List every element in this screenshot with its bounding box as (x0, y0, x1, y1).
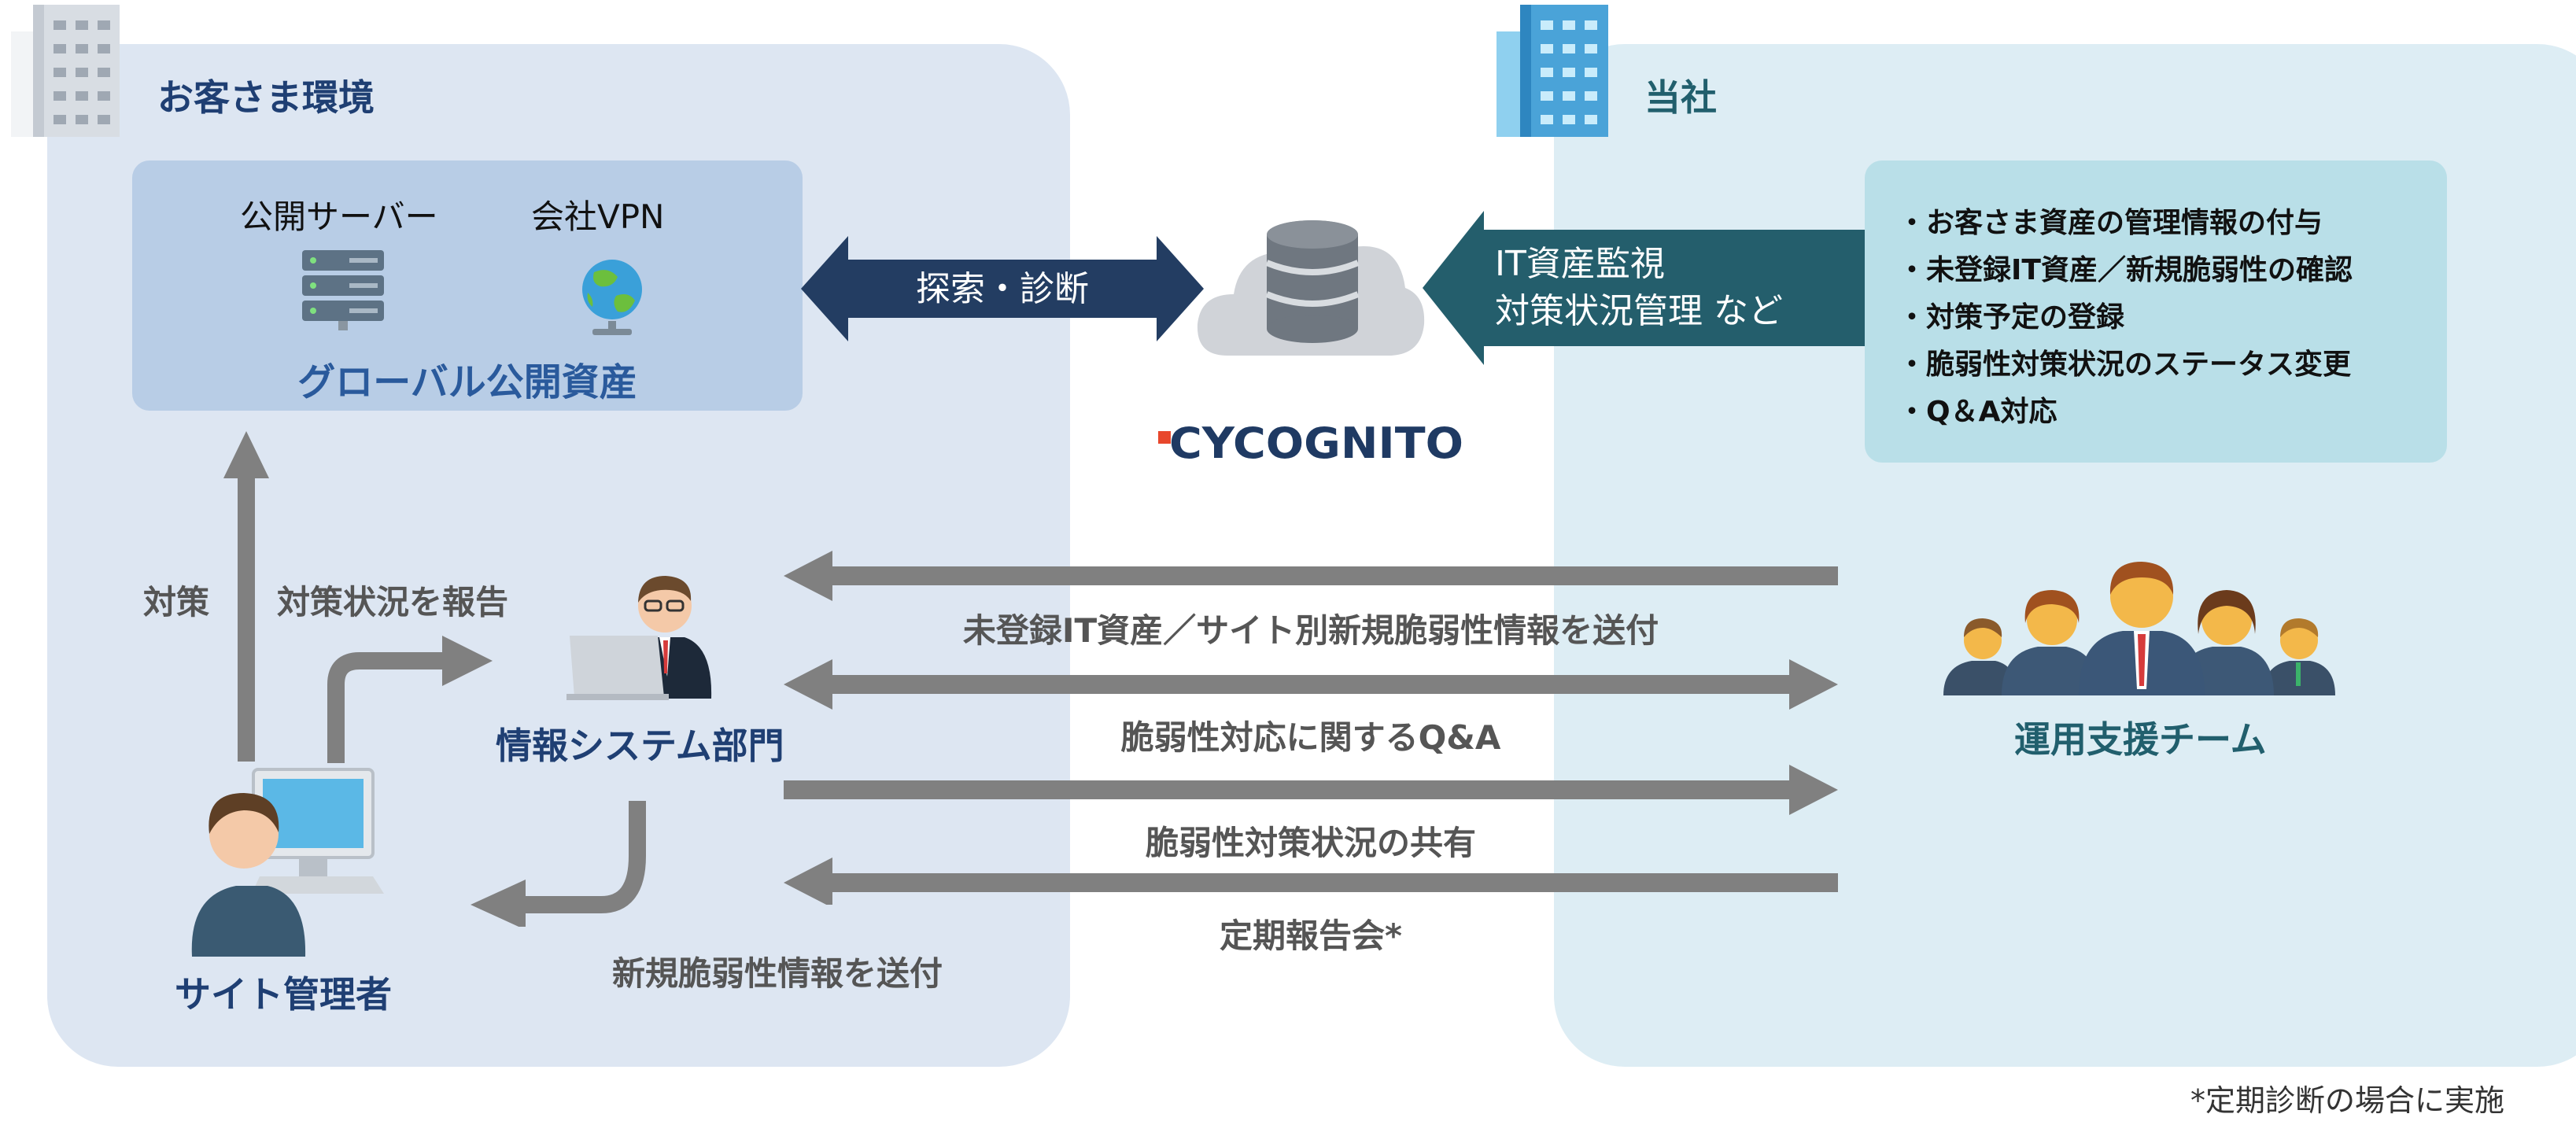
send-new-vulnerability-label: 新規脆弱性情報を送付 (612, 954, 943, 993)
cloud-database-icon (1197, 220, 1425, 356)
regular-meeting-arrow (784, 858, 1838, 905)
task-item: ・お客さま資産の管理情報の付与 (1898, 207, 2323, 239)
operations-team-icon (1943, 562, 2335, 695)
it-monitoring-label: IT資産監視 (1495, 244, 1665, 284)
regular-meeting-label: 定期報告会* (1220, 917, 1402, 955)
site-admin-label: サイト管理者 (175, 973, 392, 1016)
cycognito-logo: CYCOGNITO (1158, 419, 1463, 467)
it-monitoring-arrow: IT資産監視 対策状況管理 など (1423, 211, 1868, 365)
qa-arrow (784, 659, 1838, 710)
explore-diagnose-arrow: 探索・診断 (801, 236, 1204, 341)
building-icon (11, 5, 120, 137)
measure-label: 対策 (143, 583, 210, 621)
operations-team-label: 運用支援チーム (2014, 718, 2267, 761)
site-admin-person-icon (191, 768, 384, 957)
customer-environment-title: お客さま環境 (157, 76, 375, 119)
qa-label: 脆弱性対応に関するQ&A (1120, 718, 1501, 757)
send-new-info-curved-arrow (471, 801, 646, 927)
send-info-arrow (784, 551, 1838, 601)
send-info-label: 未登録IT資産／サイト別新規脆弱性情報を送付 (962, 611, 1659, 650)
report-status-label: 対策状況を報告 (277, 583, 509, 621)
globe-icon (582, 260, 642, 335)
operations-task-box: ・お客さま資産の管理情報の付与 ・未登録IT資産／新規脆弱性の確認 ・対策予定の… (1865, 160, 2447, 463)
server-icon (302, 250, 384, 330)
explore-diagnose-label: 探索・診断 (916, 269, 1089, 309)
task-item: ・対策予定の登録 (1898, 301, 2125, 334)
flow-arrows (784, 551, 1838, 905)
share-status-arrow (784, 765, 1838, 815)
svg-text:CYCOGNITO: CYCOGNITO (1169, 419, 1463, 467)
task-item: ・Q＆A対応 (1898, 396, 2057, 428)
public-server-label: 公開サーバー (240, 197, 438, 236)
it-department-person-icon (566, 576, 712, 700)
global-public-assets-title: グローバル公開資産 (297, 360, 637, 404)
company-title: 当社 (1644, 76, 1717, 119)
report-curved-arrow (327, 636, 493, 763)
building-icon (1497, 5, 1608, 137)
company-vpn-label: 会社VPN (531, 197, 665, 236)
share-status-label: 脆弱性対策状況の共有 (1145, 824, 1476, 862)
it-department-label: 情報システム部門 (496, 725, 784, 767)
footnote: *定期診断の場合に実施 (2190, 1083, 2505, 1118)
global-public-assets-box (132, 160, 803, 411)
task-item: ・未登録IT資産／新規脆弱性の確認 (1898, 254, 2353, 286)
task-item: ・脆弱性対策状況のステータス変更 (1898, 349, 2352, 381)
countermeasure-management-label: 対策状況管理 など (1495, 291, 1783, 331)
measure-up-arrow (223, 431, 269, 762)
